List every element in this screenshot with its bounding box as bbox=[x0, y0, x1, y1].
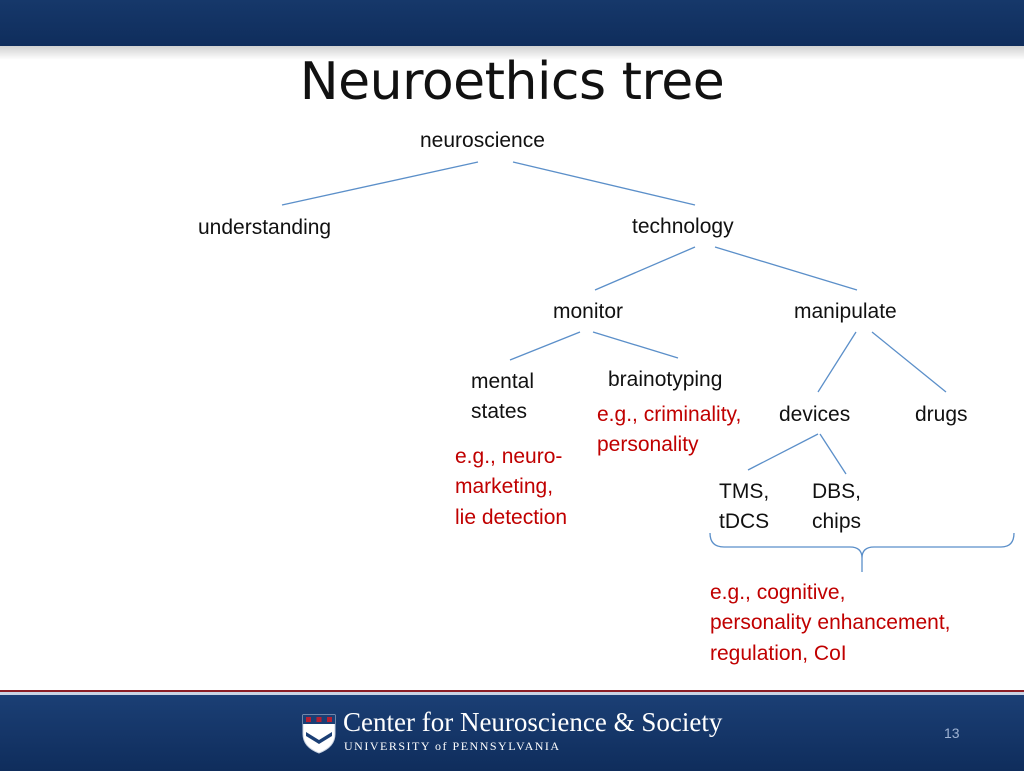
node-mental-states-line1: mental bbox=[471, 370, 535, 393]
edge-manipulate-devices bbox=[817, 331, 857, 393]
node-technology: technology bbox=[632, 215, 734, 238]
note-mental-states-line2: marketing, bbox=[455, 475, 554, 498]
note-manipulation-line2: personality enhancement, bbox=[710, 611, 951, 634]
node-understanding: understanding bbox=[198, 216, 332, 239]
node-devices: devices bbox=[779, 403, 851, 426]
top-banner bbox=[0, 0, 1024, 46]
note-mental-states-line1: e.g., neuro- bbox=[455, 445, 563, 468]
edge-monitor-mental bbox=[509, 331, 581, 361]
edge-technology-monitor bbox=[594, 246, 696, 291]
penn-shield-icon bbox=[302, 714, 336, 754]
top-banner-shadow bbox=[0, 46, 1024, 60]
edge-devices-dbs bbox=[819, 433, 847, 475]
edge-root-understanding bbox=[281, 161, 479, 206]
node-neuroscience: neuroscience bbox=[420, 129, 545, 152]
note-mental-states-line3: lie detection bbox=[455, 506, 568, 529]
org-name: Center for Neuroscience & Society bbox=[343, 707, 723, 737]
node-tms-line2: tDCS bbox=[719, 510, 770, 533]
note-brainotyping-line2: personality bbox=[597, 433, 699, 456]
footer-banner bbox=[0, 692, 1024, 771]
note-manipulation-line1: e.g., cognitive, bbox=[710, 581, 846, 604]
note-brainotyping-line1: e.g., criminality, bbox=[597, 403, 742, 426]
org-subtitle: UNIVERSITY of PENNSYLVANIA bbox=[344, 739, 561, 753]
edge-monitor-brainotyping bbox=[592, 331, 679, 359]
page-number: 13 bbox=[944, 725, 960, 741]
edge-manipulate-drugs bbox=[871, 331, 947, 393]
node-tms-line1: TMS, bbox=[719, 480, 770, 503]
node-dbs-line1: DBS, bbox=[812, 480, 862, 503]
edge-root-technology bbox=[512, 161, 696, 206]
node-brainotyping: brainotyping bbox=[608, 368, 723, 391]
slide-title: Neuroethics tree bbox=[299, 52, 725, 112]
tree-connectors bbox=[281, 161, 1015, 572]
node-manipulate: manipulate bbox=[794, 300, 897, 323]
edge-technology-manipulate bbox=[714, 246, 858, 291]
note-manipulation-line3: regulation, CoI bbox=[710, 642, 847, 665]
node-mental-states-line2: states bbox=[471, 400, 528, 423]
node-dbs-line2: chips bbox=[812, 510, 862, 533]
node-drugs: drugs bbox=[915, 403, 968, 426]
edge-devices-tms bbox=[747, 433, 819, 471]
footer-accent-line bbox=[0, 690, 1024, 692]
node-monitor: monitor bbox=[553, 300, 624, 323]
group-brace bbox=[709, 532, 1015, 572]
